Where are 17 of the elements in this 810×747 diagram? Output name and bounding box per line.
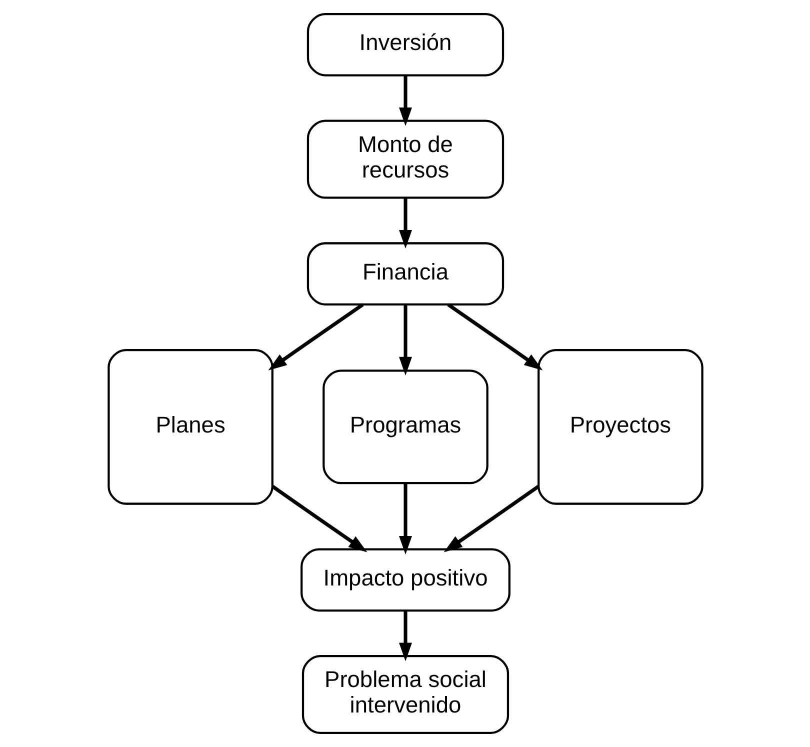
arrow	[398, 483, 412, 555]
node-box: Planes	[107, 348, 273, 505]
node-box: Financia	[306, 242, 504, 306]
arrow	[268, 303, 364, 370]
arrow	[398, 610, 412, 662]
arrow	[398, 304, 412, 376]
arrow	[398, 75, 412, 126]
arrow	[271, 485, 367, 552]
node-box: Impacto positivo	[300, 548, 510, 612]
node-box: Proyectos	[537, 348, 703, 505]
arrow	[446, 303, 542, 370]
node-box: Programas	[322, 370, 488, 484]
node-box: Inversión	[306, 13, 504, 76]
arrow	[398, 198, 412, 249]
node-box: Problema social intervenido	[301, 655, 509, 734]
node-box: Monto de recursos	[306, 120, 504, 199]
arrow	[443, 485, 539, 552]
